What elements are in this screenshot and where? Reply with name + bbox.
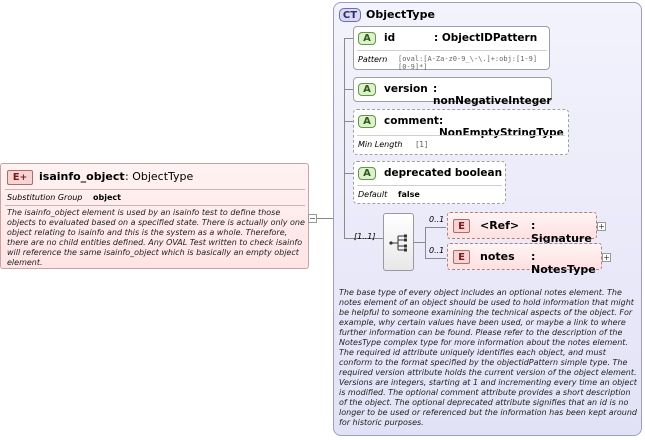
attribute-connector-vertical (344, 38, 345, 238)
separator (5, 205, 305, 206)
root-element-name: isainfo_object (39, 170, 125, 183)
attribute-deprecated-facet-label: Default (358, 190, 388, 199)
attribute-id-facet-value: [oval:[A-Za-z0-9_\-\.]+:obj:[1-9][0-9]*] (398, 55, 538, 71)
attribute-deprecated-name: deprecated (384, 167, 452, 179)
attribute-id-name: id (384, 32, 396, 44)
expand-toggle[interactable]: + (597, 222, 606, 231)
attribute-comment-name: comment (384, 115, 439, 127)
attribute-badge: A (358, 115, 376, 128)
sequence-compositor[interactable] (383, 213, 414, 271)
child-connector-vertical (425, 227, 426, 259)
attribute-version-box[interactable]: A version : nonNegativeInteger (353, 77, 552, 107)
attribute-comment-type: : NonEmptyStringType (439, 115, 564, 139)
expand-toggle[interactable]: + (602, 253, 611, 262)
notes-cardinality: 0..1 (429, 246, 445, 255)
root-element-documentation: The isainfo_object element is used by an… (7, 208, 305, 267)
child-element-ref-type: : Signature (531, 219, 592, 245)
attribute-deprecated-type: : boolean (447, 167, 503, 179)
child-element-notes-box[interactable]: E notes : NotesType (447, 243, 602, 276)
root-element-box[interactable]: E+ isainfo_object : ObjectType Substitut… (0, 163, 309, 269)
sequence-cardinality: [1..1] (354, 232, 376, 241)
complex-type-name: ObjectType (366, 8, 435, 21)
sequence-connector (344, 238, 383, 239)
attribute-badge: A (358, 32, 376, 45)
complex-type-box: CT ObjectType The base type of every obj… (333, 2, 642, 436)
separator (357, 135, 565, 136)
attribute-connector (344, 173, 354, 174)
root-element-type: : ObjectType (125, 170, 194, 183)
connector-line (309, 218, 334, 219)
child-connector (425, 258, 446, 259)
element-badge: E (453, 219, 470, 233)
attribute-version-type: : nonNegativeInteger (433, 83, 552, 107)
complex-type-badge: CT (339, 8, 361, 22)
complex-type-documentation: The base type of every object includes a… (339, 288, 638, 427)
attribute-version-name: version (384, 83, 428, 95)
substitution-group-label: Substitution Group (7, 193, 83, 202)
element-badge: E (453, 250, 470, 264)
attribute-id-box[interactable]: A id : ObjectIDPattern Pattern [oval:[A-… (353, 26, 550, 71)
attribute-deprecated-facet-value: false (398, 190, 420, 199)
attribute-comment-facet-label: Min Length (358, 140, 403, 149)
ref-cardinality: 0..1 (429, 215, 445, 224)
element-badge-symbol: + (19, 173, 28, 183)
attribute-deprecated-box[interactable]: A deprecated : boolean Default false (353, 161, 506, 204)
attribute-badge: A (358, 167, 376, 180)
attribute-connector (344, 89, 354, 90)
child-connector (425, 227, 446, 228)
substitution-group-value: object (93, 193, 121, 202)
attribute-comment-facet-value: [1] (416, 140, 428, 149)
attribute-comment-box[interactable]: A comment : NonEmptyStringType Min Lengt… (353, 109, 569, 155)
collapse-toggle[interactable]: − (308, 214, 317, 223)
attribute-id-facet-label: Pattern (358, 55, 388, 64)
child-element-notes-type: : NotesType (531, 250, 596, 276)
child-element-notes-name: notes (480, 250, 515, 263)
attribute-id-type: : ObjectIDPattern (434, 32, 538, 44)
separator (5, 189, 305, 190)
attribute-connector (344, 38, 354, 39)
separator (357, 185, 502, 186)
element-badge: E+ (7, 170, 33, 185)
separator (357, 50, 547, 51)
attribute-badge: A (358, 83, 376, 96)
child-element-ref-box[interactable]: E <Ref> : Signature (447, 212, 597, 245)
attribute-connector (344, 121, 354, 122)
sequence-icon (389, 234, 407, 252)
child-element-ref-name: <Ref> (480, 219, 520, 232)
child-connector (414, 242, 425, 243)
